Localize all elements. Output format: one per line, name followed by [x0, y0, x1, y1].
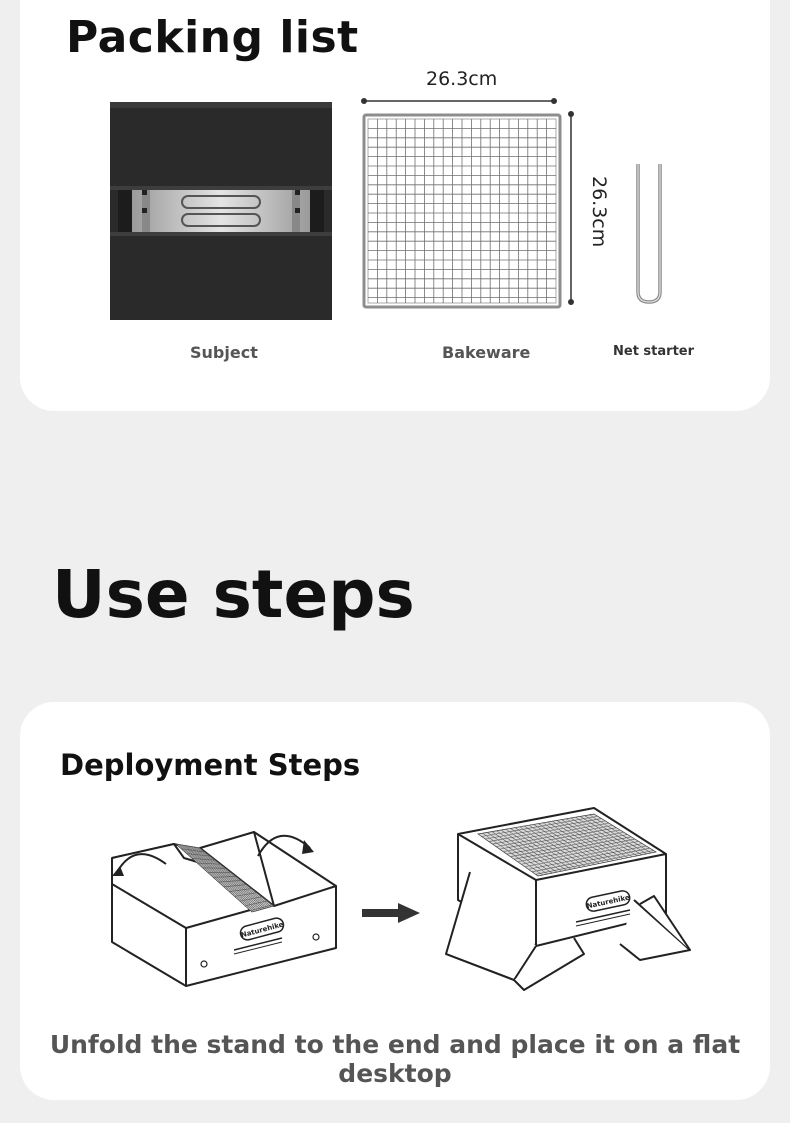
width-dimension-label: 26.3cm [426, 68, 498, 90]
arrow-right-icon [362, 903, 420, 923]
deployed-grill-illustration: Naturehike [445, 807, 691, 991]
height-dimension-line [568, 111, 574, 305]
folded-grill-illustration: Naturehike [111, 831, 337, 987]
deployment-caption: Unfold the stand to the end and place it… [49, 1030, 741, 1088]
subject-product-image [110, 102, 332, 320]
width-dimension-line [361, 98, 557, 104]
net-starter-product-image [636, 164, 662, 304]
use-steps-title: Use steps [52, 556, 415, 633]
bakeware-caption: Bakeware [442, 343, 531, 362]
deployment-steps-subtitle: Deployment Steps [60, 748, 361, 782]
packing-list-title: Packing list [66, 12, 359, 63]
bakeware-product-image [362, 113, 562, 309]
height-dimension-label: 26.3cm [588, 176, 610, 248]
net-starter-caption: Net starter [613, 344, 695, 359]
subject-caption: Subject [190, 343, 258, 362]
